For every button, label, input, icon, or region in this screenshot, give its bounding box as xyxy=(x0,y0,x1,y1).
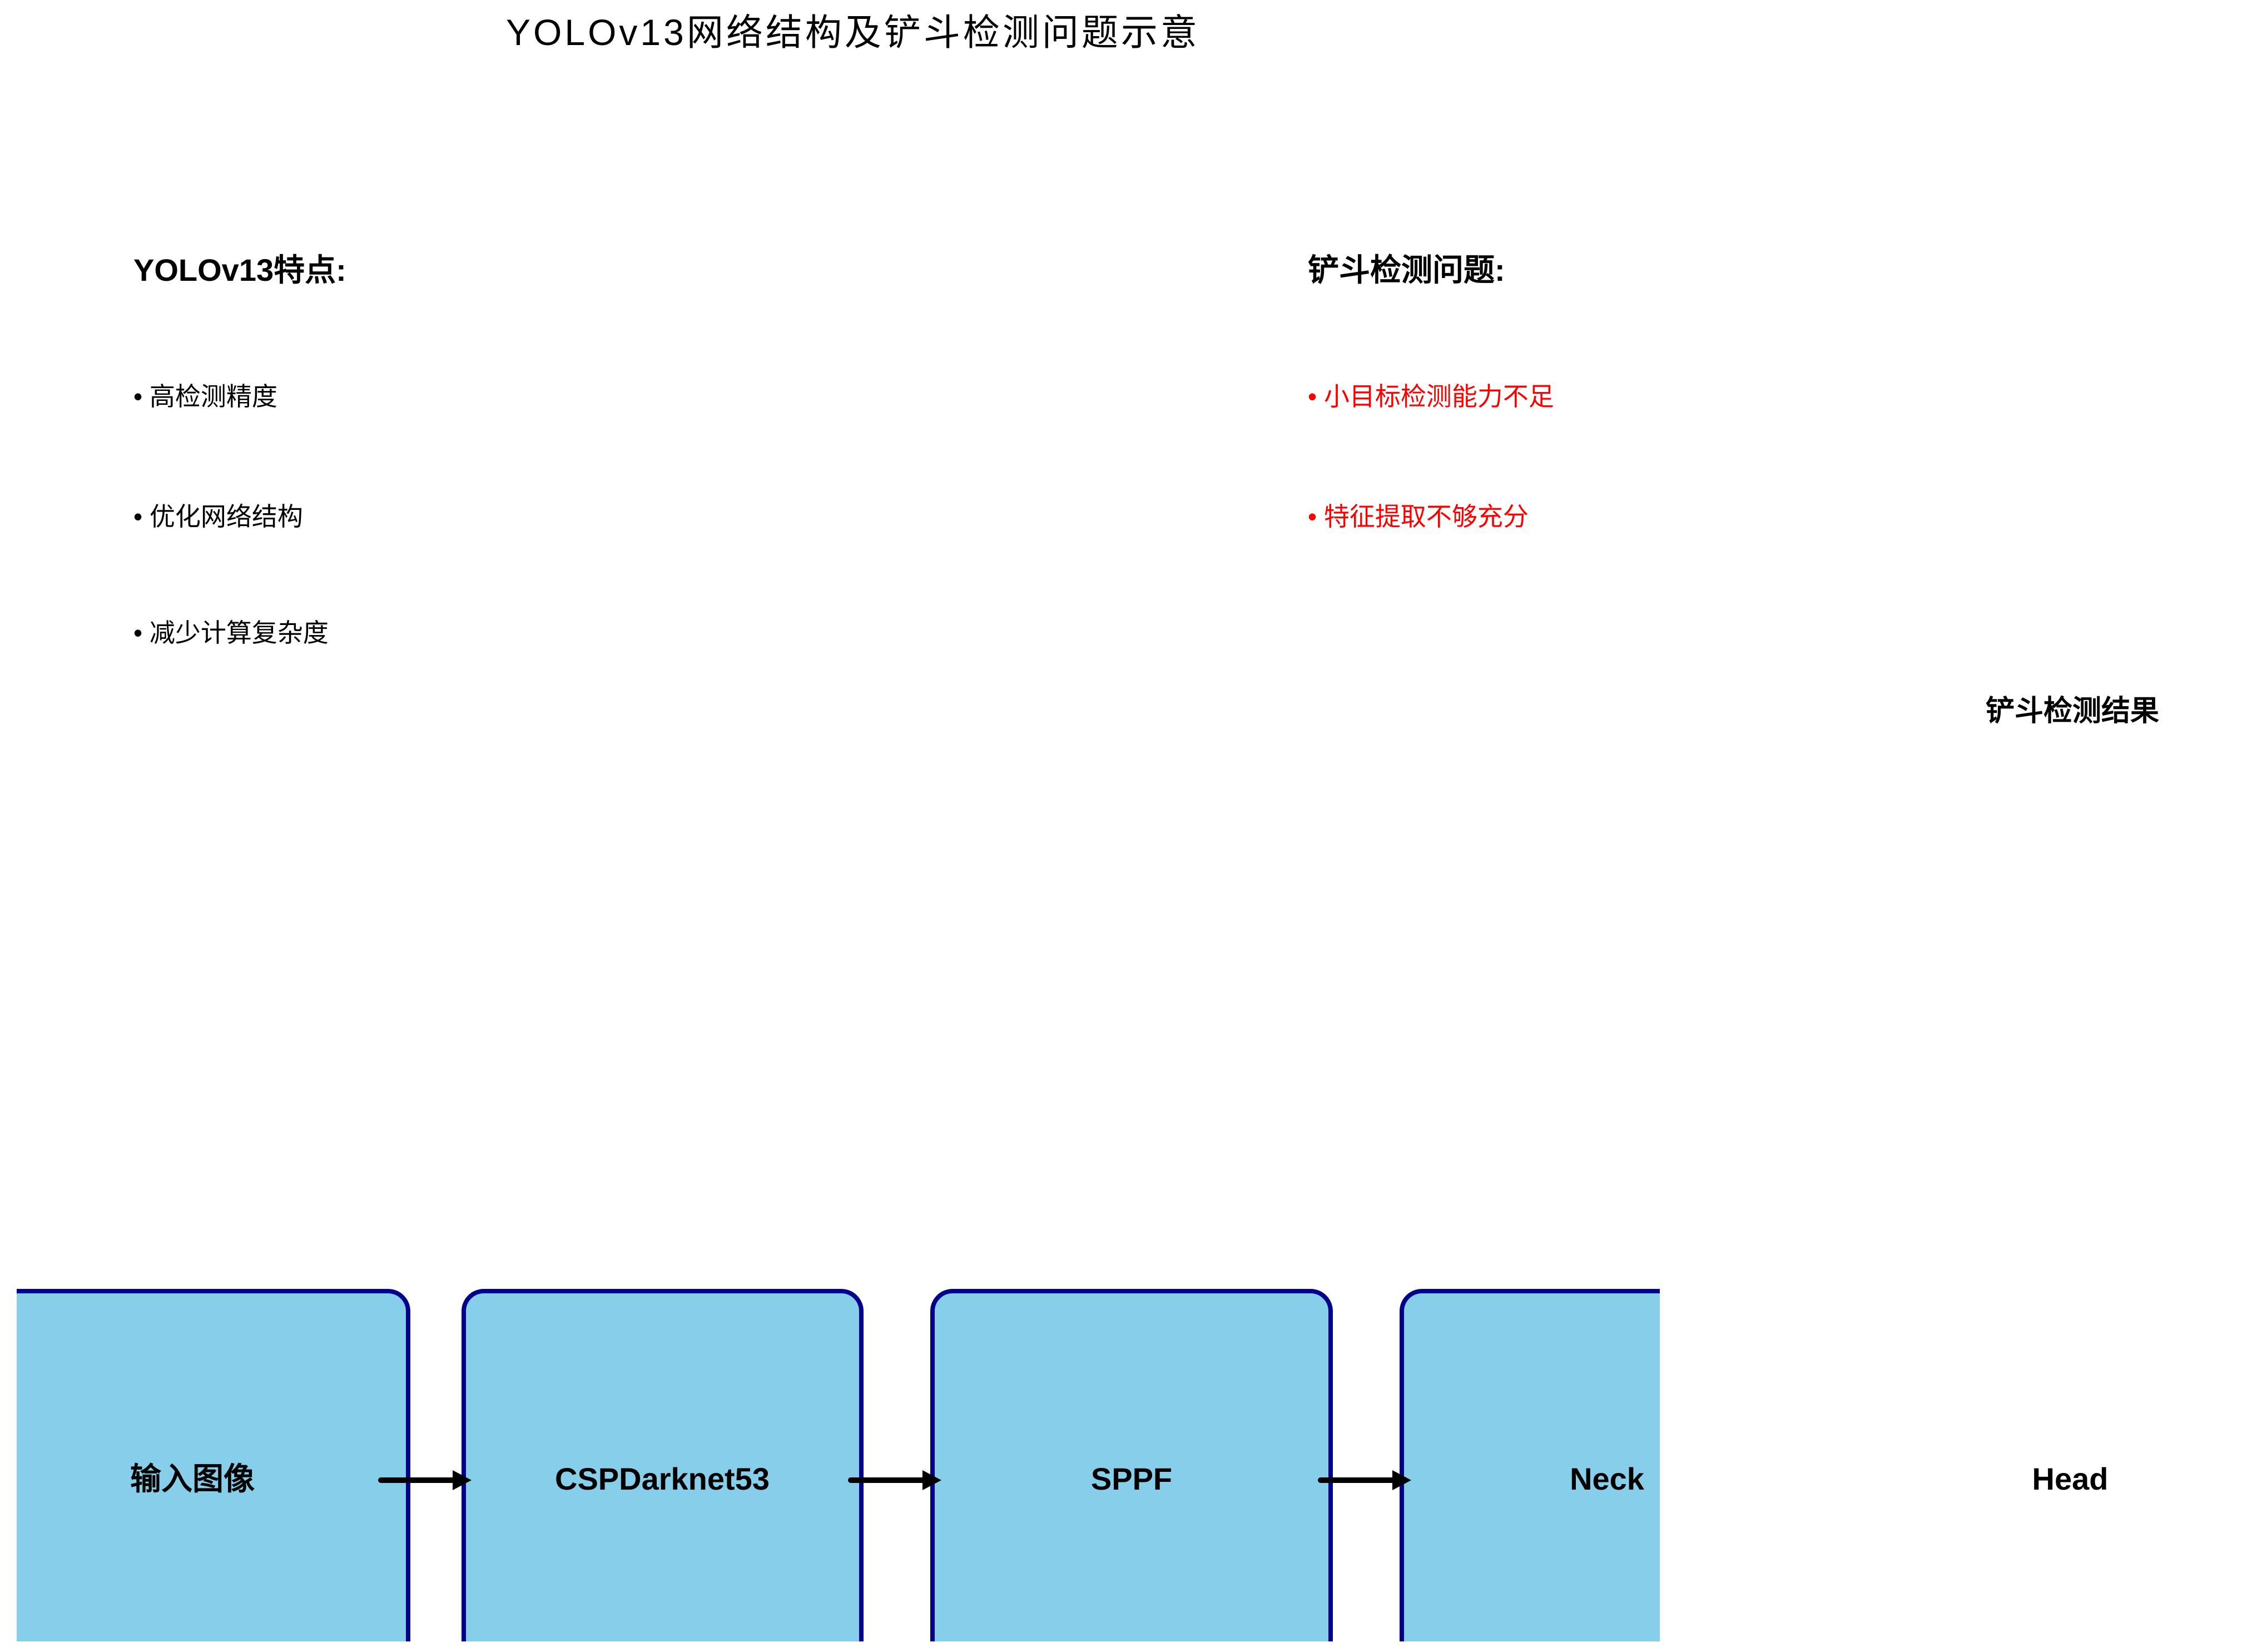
pipeline-label-backbone: CSPDarknet53 xyxy=(555,1461,770,1496)
result-label: 铲斗检测结果 xyxy=(1985,695,2160,727)
arrow-head-icon xyxy=(922,1470,941,1490)
pipeline-box-backbone xyxy=(462,1289,864,1641)
problems-heading: 铲斗检测问题: xyxy=(1308,252,1505,287)
pipeline-label-neck: Neck xyxy=(1570,1461,1644,1496)
problem-item: • 小目标检测能力不足 xyxy=(1308,382,1554,411)
arrow-shaft xyxy=(1318,1477,1396,1483)
feature-item: • 减少计算复杂度 xyxy=(133,618,329,647)
arrow-head-icon xyxy=(1392,1470,1411,1490)
feature-item: • 高检测精度 xyxy=(133,382,277,411)
diagram-title: YOLOv13网络结构及铲斗检测问题示意 xyxy=(506,12,1200,53)
pipeline-box-sppf xyxy=(930,1289,1333,1641)
arrow-head-icon xyxy=(453,1470,472,1490)
flow-arrow xyxy=(378,1470,472,1490)
pipeline-box-neck xyxy=(1400,1289,1660,1641)
pipeline-clip-region xyxy=(17,1223,1660,1641)
pipeline-label-input: 输入图像 xyxy=(130,1461,255,1496)
problem-item: • 特征提取不够充分 xyxy=(1308,502,1529,531)
pipeline-box-input xyxy=(17,1289,410,1641)
flow-arrow xyxy=(1318,1470,1411,1490)
pipeline-label-head: Head xyxy=(2032,1461,2109,1496)
feature-item: • 优化网络结构 xyxy=(133,502,303,531)
flow-arrow xyxy=(848,1470,941,1490)
arrow-shaft xyxy=(378,1477,456,1483)
arrow-shaft xyxy=(848,1477,926,1483)
features-heading: YOLOv13特点: xyxy=(133,252,346,287)
pipeline-label-sppf: SPPF xyxy=(1090,1461,1173,1496)
